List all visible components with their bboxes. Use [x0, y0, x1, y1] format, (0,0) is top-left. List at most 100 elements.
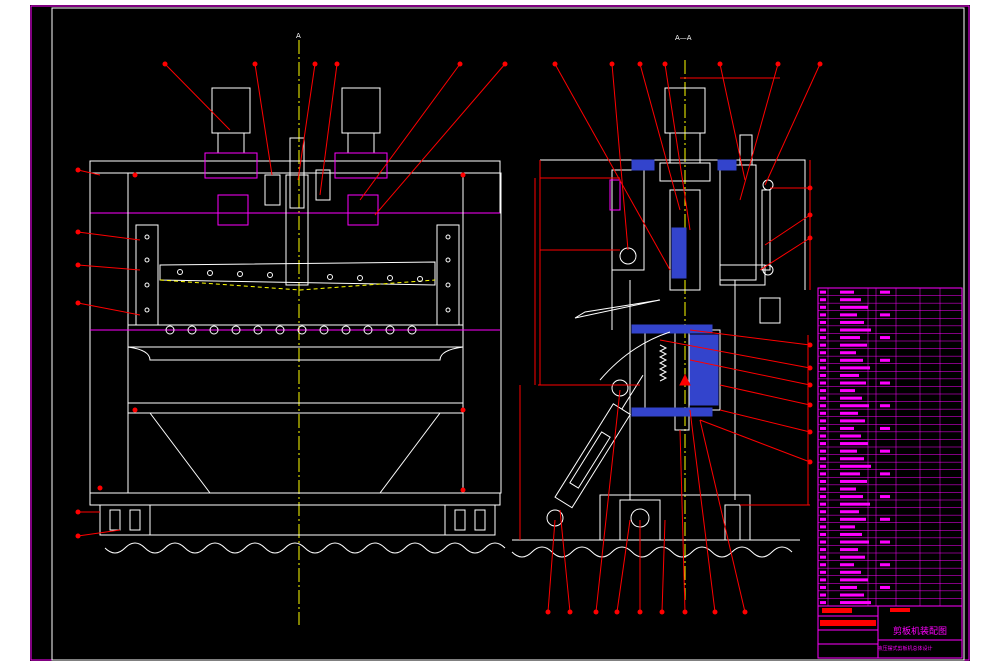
- front-view: A: [89, 32, 506, 625]
- parts-name-mark: [840, 457, 864, 461]
- parts-material-mark: [880, 540, 890, 544]
- parts-name-mark: [840, 404, 869, 408]
- section-view: A—A: [511, 34, 806, 600]
- parts-index-mark: [820, 495, 826, 499]
- parts-index-mark: [820, 532, 826, 536]
- parts-material-mark: [880, 517, 890, 521]
- parts-name-mark: [840, 419, 865, 423]
- parts-name-mark: [840, 593, 864, 597]
- parts-index-mark: [820, 313, 826, 317]
- parts-name-mark: [840, 426, 854, 430]
- parts-material-mark: [880, 426, 890, 430]
- parts-list: [817, 287, 963, 607]
- parts-name-mark: [840, 313, 857, 317]
- parts-index-mark: [820, 487, 826, 491]
- parts-name-mark: [840, 502, 870, 506]
- parts-name-mark: [840, 328, 871, 332]
- parts-name-mark: [840, 290, 854, 294]
- parts-name-mark: [840, 343, 867, 347]
- parts-name-mark: [840, 396, 862, 400]
- section-label-left: A: [296, 32, 301, 40]
- parts-index-mark: [820, 578, 826, 582]
- parts-material-mark: [880, 313, 890, 317]
- title-block: 剪板机装配图 液压摆式剪板机总体设计: [817, 605, 963, 659]
- parts-name-mark: [840, 540, 869, 544]
- parts-index-mark: [820, 366, 826, 370]
- parts-material-mark: [880, 449, 890, 453]
- parts-material-mark: [880, 563, 890, 567]
- parts-name-mark: [840, 578, 868, 582]
- parts-index-mark: [820, 563, 826, 567]
- parts-material-mark: [880, 381, 890, 385]
- drawing-title: 剪板机装配图: [893, 625, 947, 637]
- parts-index-mark: [820, 404, 826, 408]
- parts-material-mark: [880, 358, 890, 362]
- parts-name-mark: [840, 472, 860, 476]
- parts-index-mark: [820, 426, 826, 430]
- parts-material-mark: [880, 585, 890, 589]
- parts-material-mark: [880, 404, 890, 408]
- parts-index-mark: [820, 328, 826, 332]
- parts-index-mark: [820, 358, 826, 362]
- parts-name-mark: [840, 411, 858, 415]
- front-view-balloons: [75, 61, 508, 539]
- parts-name-mark: [840, 373, 859, 377]
- parts-name-mark: [840, 381, 866, 385]
- parts-index-mark: [820, 479, 826, 483]
- parts-index-mark: [820, 434, 826, 438]
- parts-name-mark: [840, 555, 865, 559]
- parts-name-mark: [840, 320, 864, 324]
- parts-index-mark: [820, 396, 826, 400]
- parts-name-mark: [840, 434, 861, 438]
- parts-index-mark: [820, 457, 826, 461]
- parts-index-mark: [820, 601, 826, 605]
- parts-name-mark: [840, 487, 856, 491]
- parts-index-mark: [820, 298, 826, 302]
- parts-name-mark: [840, 449, 857, 453]
- parts-material-mark: [880, 336, 890, 340]
- parts-name-mark: [840, 585, 857, 589]
- parts-index-mark: [820, 449, 826, 453]
- drawing-sheet: [30, 5, 970, 661]
- parts-name-mark: [840, 336, 860, 340]
- inner-frame: [51, 7, 965, 661]
- parts-index-mark: [820, 548, 826, 552]
- parts-index-mark: [820, 351, 826, 355]
- parts-name-mark: [840, 517, 866, 521]
- parts-name-mark: [840, 305, 868, 309]
- drawing-subtitle: 液压摆式剪板机总体设计: [877, 645, 932, 652]
- section-label-right: A—A: [675, 34, 692, 42]
- parts-material-mark: [880, 290, 890, 294]
- parts-name-mark: [840, 525, 855, 529]
- parts-name-mark: [840, 548, 858, 552]
- parts-material-mark: [880, 472, 890, 476]
- parts-index-mark: [820, 373, 826, 377]
- parts-index-mark: [820, 540, 826, 544]
- parts-name-mark: [840, 532, 862, 536]
- parts-name-mark: [840, 510, 859, 514]
- parts-index-mark: [820, 570, 826, 574]
- parts-index-mark: [820, 305, 826, 309]
- parts-index-mark: [820, 525, 826, 529]
- parts-name-mark: [840, 563, 854, 567]
- parts-name-mark: [840, 298, 861, 302]
- parts-index-mark: [820, 343, 826, 347]
- section-dimensions: [519, 160, 811, 540]
- parts-index-mark: [820, 290, 826, 294]
- parts-index-mark: [820, 585, 826, 589]
- parts-name-mark: [840, 442, 868, 446]
- parts-name-mark: [840, 366, 870, 370]
- parts-name-mark: [840, 351, 856, 355]
- parts-index-mark: [820, 555, 826, 559]
- parts-material-mark: [880, 495, 890, 499]
- parts-index-mark: [820, 389, 826, 393]
- parts-name-mark: [840, 495, 863, 499]
- parts-name-mark: [840, 479, 867, 483]
- parts-index-mark: [820, 442, 826, 446]
- parts-index-mark: [820, 472, 826, 476]
- parts-index-mark: [820, 419, 826, 423]
- parts-index-mark: [820, 336, 826, 340]
- parts-name-mark: [840, 570, 861, 574]
- parts-name-mark: [840, 389, 855, 393]
